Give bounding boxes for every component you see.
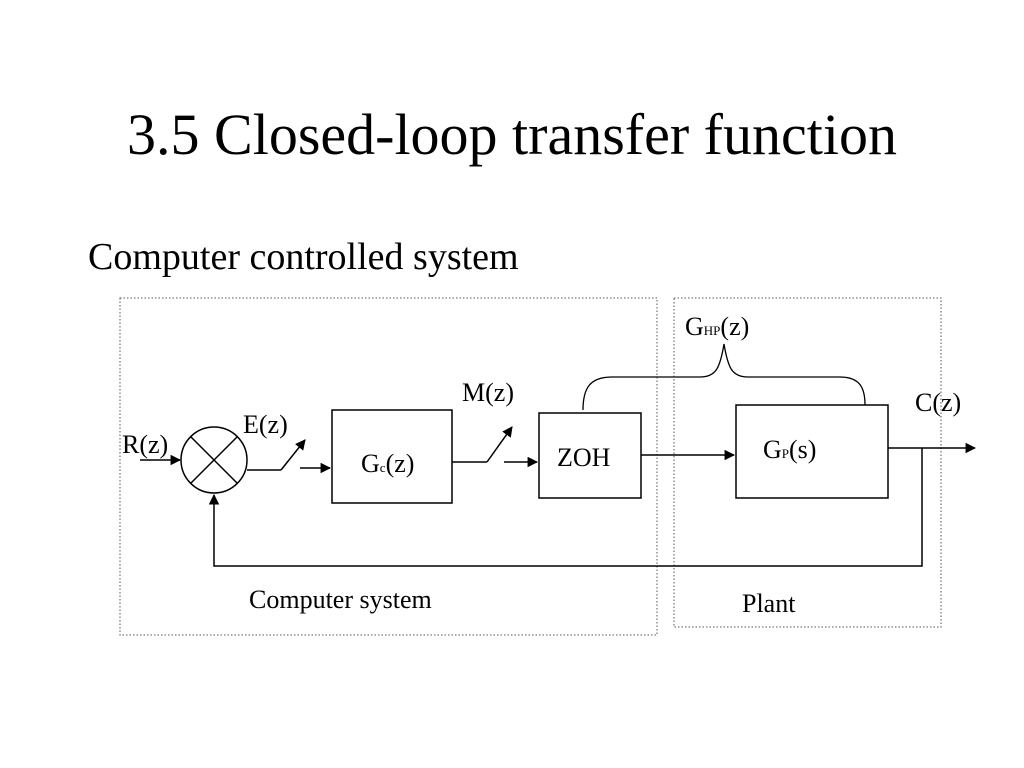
sampler-switch-2 bbox=[486, 426, 513, 463]
error-signal-label: E(z) bbox=[243, 410, 288, 439]
manipulated-signal-label: M(z) bbox=[462, 378, 514, 407]
feedback-path bbox=[208, 448, 923, 567]
plant-label: GP(s) bbox=[763, 435, 817, 464]
computer-system-boundary bbox=[119, 297, 658, 636]
combined-transfer-label: GHP(z) bbox=[685, 312, 750, 341]
slide-subtitle: Computer controlled system bbox=[88, 236, 519, 278]
combined-brace bbox=[582, 343, 866, 411]
plant-group-label: Plant bbox=[742, 589, 796, 618]
output-signal-label: C(z) bbox=[915, 388, 962, 417]
summing-junction bbox=[180, 426, 248, 494]
controller-block bbox=[331, 409, 453, 504]
plant-boundary bbox=[673, 297, 942, 628]
computer-system-label: Computer system bbox=[249, 585, 432, 614]
sampler-switch-1 bbox=[280, 439, 306, 471]
controller-label: Gc(z) bbox=[361, 449, 415, 478]
slide-title: 3.5 Closed-loop transfer function bbox=[127, 102, 897, 167]
zoh-label: ZOH bbox=[557, 443, 611, 472]
plant-block bbox=[735, 404, 889, 499]
input-signal-label: R(z) bbox=[122, 430, 169, 459]
